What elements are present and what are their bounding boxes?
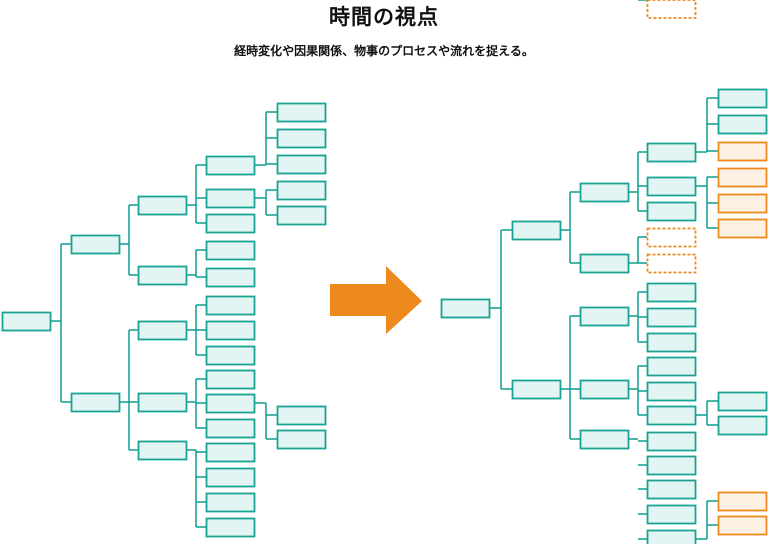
tree-node: [205, 345, 256, 366]
tree-node-removed: [646, 227, 697, 248]
tree-node: [276, 429, 327, 450]
tree-node: [137, 195, 188, 216]
tree-node: [1, 311, 52, 332]
tree-node: [205, 492, 256, 513]
tree-node: [205, 188, 256, 209]
tree-node: [276, 154, 327, 175]
tree-node: [137, 392, 188, 413]
tree-node: [717, 391, 768, 412]
tree-node: [70, 234, 121, 255]
tree-node: [579, 306, 630, 327]
after-tree: [440, 0, 768, 544]
tree-node: [137, 265, 188, 286]
tree-node: [205, 267, 256, 288]
tree-node-changed: [717, 218, 768, 239]
tree-node: [579, 379, 630, 400]
tree-node: [646, 142, 697, 163]
node-boxes: [1, 102, 327, 538]
tree-node: [646, 455, 697, 476]
tree-node: [717, 114, 768, 135]
tree-node: [646, 282, 697, 303]
tree-node: [205, 213, 256, 234]
tree-node: [646, 381, 697, 402]
tree-node: [205, 155, 256, 176]
tree-node: [646, 479, 697, 500]
tree-node: [579, 182, 630, 203]
tree-node: [579, 253, 630, 274]
tree-node: [205, 418, 256, 439]
tree-node: [646, 201, 697, 222]
tree-node: [717, 88, 768, 109]
tree-node: [579, 429, 630, 450]
tree-node: [205, 369, 256, 390]
tree-node-changed: [717, 141, 768, 162]
tree-node: [276, 180, 327, 201]
tree-node-removed: [646, 0, 697, 19]
tree-node: [646, 176, 697, 197]
tree-node: [717, 415, 768, 436]
tree-node: [205, 320, 256, 341]
tree-node: [646, 332, 697, 353]
tree-node: [646, 529, 697, 544]
tree-node: [205, 517, 256, 538]
tree-node: [205, 442, 256, 463]
tree-node: [137, 320, 188, 341]
tree-node: [646, 307, 697, 328]
right-arrow-icon: [330, 266, 422, 334]
tree-node: [276, 102, 327, 123]
tree-node-changed: [717, 193, 768, 214]
page-subtitle: 経時変化や因果関係、物事のプロセスや流れを捉える。: [234, 44, 534, 58]
tree-node: [70, 392, 121, 413]
connector-lines: [489, 0, 718, 540]
tree-node: [276, 128, 327, 149]
tree-node-changed: [717, 167, 768, 188]
tree-node: [646, 504, 697, 525]
tree-node: [276, 205, 327, 226]
tree-node-changed: [717, 515, 768, 536]
tree-node: [205, 295, 256, 316]
tree-node-changed: [717, 491, 768, 512]
tree-node: [276, 405, 327, 426]
tree-node: [646, 405, 697, 426]
tree-node: [440, 298, 491, 319]
tree-node: [205, 240, 256, 261]
before-tree: [1, 102, 327, 538]
tree-node: [205, 467, 256, 488]
tree-node: [646, 356, 697, 377]
tree-node: [137, 440, 188, 461]
tree-node-removed: [646, 253, 697, 274]
connector-lines: [50, 111, 277, 528]
tree-node: [646, 431, 697, 452]
node-boxes: [440, 0, 768, 544]
tree-node: [511, 379, 562, 400]
tree-node: [511, 220, 562, 241]
page-title: 時間の視点: [329, 5, 439, 29]
tree-node: [205, 393, 256, 414]
